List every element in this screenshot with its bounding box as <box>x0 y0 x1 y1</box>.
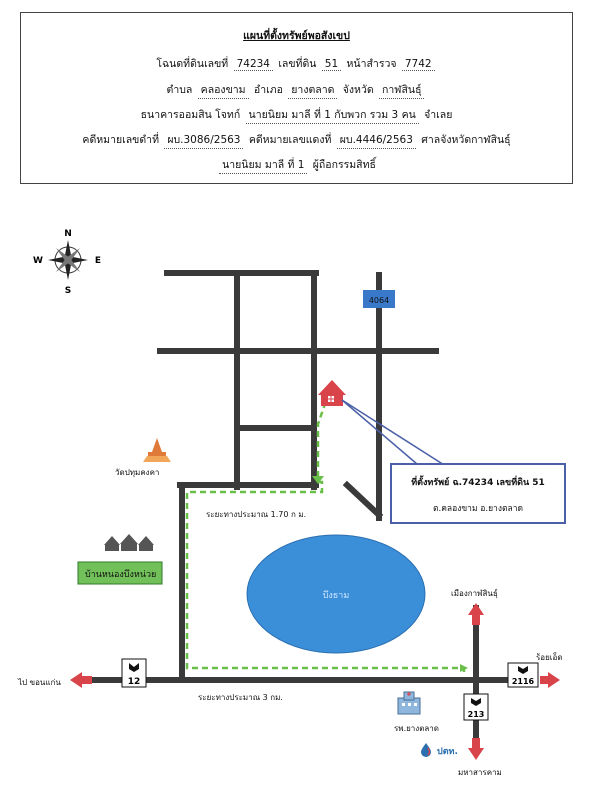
arrow-south-icon <box>468 738 484 760</box>
owner-value: นายนิยม มาลี ที่ 1 <box>219 156 308 174</box>
label-to-kalasin: เมืองกาฬสินธุ์ <box>451 589 498 598</box>
temple-label: วัดปทุมคงคา <box>115 468 160 477</box>
svg-text:2116: 2116 <box>512 677 535 686</box>
ptt-label: ปตท. <box>437 747 458 757</box>
distance-label-2: ระยะทางประมาณ 3 กม. <box>198 693 283 702</box>
header-line-1: โฉนดที่ดินเลขที่ 74234 เลขที่ดิน 51 หน้า… <box>21 55 572 72</box>
village-label-box <box>77 561 163 585</box>
header-line-2: ตำบล คลองขาม อำเภอ ยางตลาด จังหวัด กาฬสิ… <box>21 81 572 99</box>
compass-e: E <box>95 256 101 266</box>
temple-icon <box>143 438 171 462</box>
compass-w: W <box>33 256 43 266</box>
label-to-roiet: ร้อยเอ็ด <box>536 653 563 662</box>
black-case-number: ผบ.3086/2563 <box>164 131 244 149</box>
property-info-box: ที่ตั้งทรัพย์ ฉ.74234 เลขที่ดิน 51 ต.คลอ… <box>390 463 566 524</box>
village-houses-icon <box>104 534 154 551</box>
svg-text:213: 213 <box>468 710 485 719</box>
highway-213-sign: 213 <box>463 693 489 721</box>
map-title: แผนที่ตั้งทรัพย์พอสังเขป <box>243 30 350 42</box>
header-line-5: นายนิยม มาลี ที่ 1 ผู้ถือกรรมสิทธิ์ <box>21 156 572 174</box>
defendant-value: นายนิยม มาลี ที่ 1 กับพวก รวม 3 คน <box>245 106 419 124</box>
arrow-north-icon <box>468 603 484 625</box>
road-4064-sign: 4064 <box>363 290 395 308</box>
compass-n: N <box>64 229 72 239</box>
header-line-4: คดีหมายเลขดำที่ ผบ.3086/2563 คดีหมายเลขแ… <box>21 131 572 149</box>
highway-2116-sign: 2116 <box>507 662 539 688</box>
hospital-icon <box>397 691 421 715</box>
ptt-logo-icon <box>421 743 431 757</box>
compass-s: S <box>65 286 71 296</box>
property-box-line-2: ต.คลองขาม อ.ยางตลาด <box>433 504 523 514</box>
province-value: กาฬสินธุ์ <box>379 81 425 99</box>
distance-label-1: ระยะทางประมาณ 1.70 ก ม. <box>206 510 307 519</box>
land-number: 51 <box>321 58 342 71</box>
court-name: ศาลจังหวัดกาฬสินธุ์ <box>421 134 511 146</box>
svg-text:4064: 4064 <box>369 296 389 305</box>
property-box-line-1: ที่ตั้งทรัพย์ ฉ.74234 เลขที่ดิน 51 <box>411 478 545 488</box>
header-line-3: ธนาคารออมสิน โจทก์ นายนิยม มาลี ที่ 1 กั… <box>21 106 572 124</box>
label-to-mahasarakham: มหาสารคาม <box>458 768 502 777</box>
pond-label: บึงธาม <box>323 590 350 601</box>
route-end-arrow-icon <box>460 664 468 672</box>
highway-12-sign: 12 <box>121 658 147 688</box>
label-to-khonkaen: ไป ขอนแก่น <box>18 678 61 687</box>
svg-text:12: 12 <box>128 677 141 687</box>
pond <box>246 534 426 654</box>
hospital-label: รพ.ยางตลาด <box>394 724 439 733</box>
amphoe-value: ยางตลาด <box>288 81 338 99</box>
callout-lines <box>341 399 453 471</box>
village-label: บ้านหนองบึงหน่วย <box>85 570 157 580</box>
arrow-west-icon <box>70 672 92 688</box>
route-arrow-icon <box>312 476 324 484</box>
tambon-value: คลองขาม <box>197 81 249 99</box>
deed-number: 74234 <box>233 58 273 71</box>
road-network <box>87 270 510 751</box>
survey-number: 7742 <box>401 58 435 71</box>
header-box: แผนที่ตั้งทรัพย์พอสังเขป โฉนดที่ดินเลขที… <box>20 12 573 184</box>
arrow-east-icon <box>540 672 560 688</box>
compass-icon: N S E W <box>33 229 101 296</box>
property-house-icon <box>318 380 346 406</box>
red-case-number: ผบ.4446/2563 <box>336 131 416 149</box>
